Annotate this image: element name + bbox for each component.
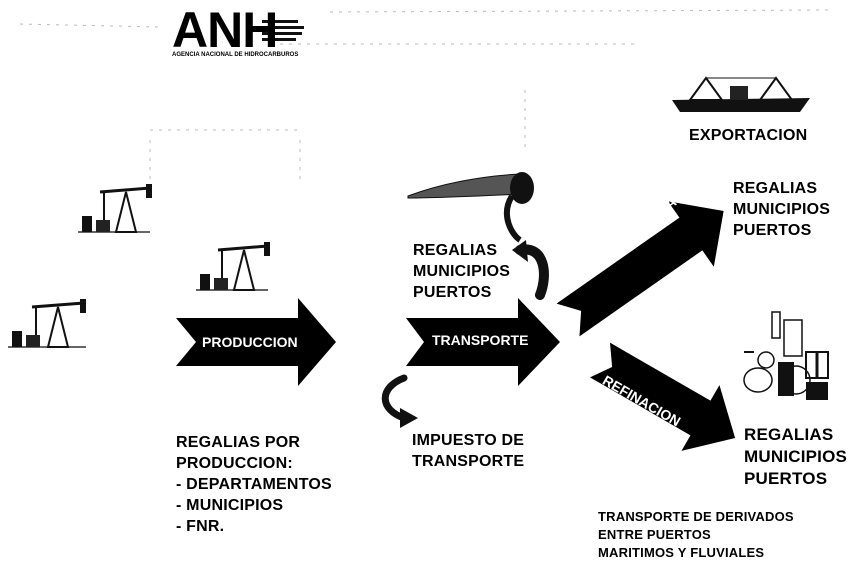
production-label: PRODUCCION <box>202 334 298 350</box>
transport-royalties: REGALIAS MUNICIPIOS PUERTOS <box>413 240 510 303</box>
text-line: PRODUCCION: <box>176 455 293 472</box>
commercial-royalties: REGALIAS MUNICIPIOS PUERTOS <box>733 178 830 241</box>
pump-jack-icon <box>78 184 152 233</box>
curved-arrow-icon <box>381 374 418 428</box>
refinery-icon <box>743 311 829 400</box>
text-line: - MUNICIPIOS <box>176 497 284 514</box>
text-line: TRANSPORTE <box>412 453 525 470</box>
pump-jack-icon <box>196 242 270 291</box>
production-royalties: REGALIAS POR PRODUCCION: - DEPARTAMENTOS… <box>176 432 332 537</box>
refining-royalties: REGALIAS MUNICIPIOS PUERTOS <box>744 424 847 490</box>
text-line: REGALIAS <box>733 180 818 197</box>
pipeline-icon <box>407 172 534 243</box>
text-line: PUERTOS <box>744 469 828 488</box>
text-line: PUERTOS <box>733 222 812 239</box>
scan-noise <box>19 9 831 200</box>
text-line: TRANSPORTE DE DERIVADOS <box>598 509 794 524</box>
transport-label: TRANSPORTE <box>432 332 529 348</box>
text-line: MUNICIPIOS <box>744 447 848 466</box>
text-line: MUNICIPIOS <box>413 263 511 280</box>
curved-arrow-icon <box>512 240 549 300</box>
transport-arrow <box>406 298 560 386</box>
text-line: ENTRE PUERTOS <box>598 527 711 542</box>
refining-arrow <box>590 342 736 451</box>
text-line: MUNICIPIOS <box>733 201 831 218</box>
transport-tax: IMPUESTO DE TRANSPORTE <box>412 430 524 472</box>
text-line: - FNR. <box>176 518 225 535</box>
text-line: REGALIAS POR <box>176 434 301 451</box>
logo-text: ANH <box>172 2 278 58</box>
text-line: PUERTOS <box>413 284 492 301</box>
anh-logo-stripes <box>262 20 304 41</box>
text-line: MARITIMOS Y FLUVIALES <box>598 545 765 560</box>
text-line: REGALIAS <box>744 425 834 444</box>
logo-subtitle: AGENCIA NACIONAL DE HIDROCARBUROS <box>172 52 299 58</box>
text-line: REGALIAS <box>413 242 498 259</box>
ship-icon <box>672 76 810 112</box>
derivatives-transport: TRANSPORTE DE DERIVADOS ENTRE PUERTOS MA… <box>598 508 794 562</box>
export-label: EXPORTACION <box>689 127 808 144</box>
commercialization-arrow <box>556 201 724 337</box>
text-line: IMPUESTO DE <box>412 432 525 449</box>
pump-jack-icon <box>8 299 86 348</box>
production-arrow <box>176 298 336 386</box>
text-line: - DEPARTAMENTOS <box>176 476 332 493</box>
